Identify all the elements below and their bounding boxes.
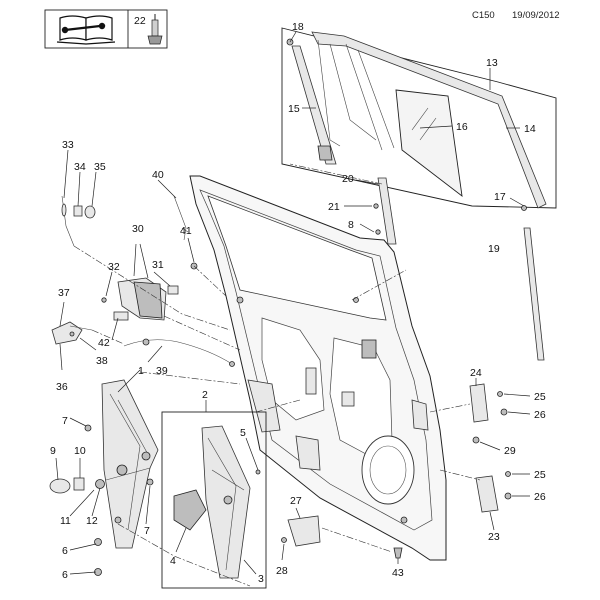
callout-38: 38 xyxy=(96,355,108,367)
callout-35: 35 xyxy=(94,161,106,173)
callout-24: 24 xyxy=(470,367,482,379)
callout-5: 5 xyxy=(240,427,246,439)
callout-4: 4 xyxy=(170,555,176,567)
callout-28: 28 xyxy=(276,565,288,577)
callout-37: 37 xyxy=(58,287,70,299)
callout-8: 8 xyxy=(348,219,354,231)
callout-41: 41 xyxy=(180,225,192,237)
callout-3: 3 xyxy=(258,573,264,585)
callout-33: 33 xyxy=(62,139,74,151)
callout-12: 12 xyxy=(86,515,98,527)
manual-book-wrench-icon xyxy=(56,15,116,45)
rear-channel-20 xyxy=(344,177,397,245)
lock-rods xyxy=(61,149,198,270)
callout-26: 26 xyxy=(534,491,546,503)
callout-10: 10 xyxy=(74,445,86,457)
callout-40: 40 xyxy=(152,169,164,181)
drawing-code: C150 xyxy=(472,10,495,21)
callout-43: 43 xyxy=(392,567,404,579)
callout-19: 19 xyxy=(488,243,500,255)
regulator-box-2 xyxy=(161,400,267,589)
assembly-lines xyxy=(73,163,481,587)
inside-handle xyxy=(51,301,97,371)
callout-6: 6 xyxy=(62,569,68,581)
callout-23: 23 xyxy=(488,531,500,543)
callout-16: 16 xyxy=(456,121,468,133)
callout-26: 26 xyxy=(534,409,546,421)
callout-18: 18 xyxy=(292,21,304,33)
callout-31: 31 xyxy=(152,259,164,271)
callout-22: 22 xyxy=(134,15,146,27)
callout-2: 2 xyxy=(202,389,208,401)
grease-applicator-icon xyxy=(147,14,163,45)
door-inner-panel xyxy=(189,175,447,561)
drawing-date: 19/09/2012 xyxy=(512,10,560,21)
lower-bracket xyxy=(281,507,403,564)
callout-labels: 1 2 3 4 5 6 6 7 7 8 9 10 11 12 13 14 15 … xyxy=(50,21,546,585)
callout-14: 14 xyxy=(524,123,536,135)
callout-17: 17 xyxy=(494,191,506,203)
callout-29: 29 xyxy=(504,445,516,457)
callout-39: 39 xyxy=(156,365,168,377)
callout-7: 7 xyxy=(144,525,150,537)
release-cable-39 xyxy=(123,338,235,367)
callout-32: 32 xyxy=(108,261,120,273)
callout-25: 25 xyxy=(534,469,546,481)
regulator-small-parts xyxy=(49,417,154,576)
callout-21: 21 xyxy=(328,201,340,213)
callout-11: 11 xyxy=(60,515,71,527)
callout-1: 1 xyxy=(138,365,144,377)
callout-36: 36 xyxy=(56,381,68,393)
callout-13: 13 xyxy=(486,57,498,69)
callout-6: 6 xyxy=(62,545,68,557)
glass-assembly-box xyxy=(281,27,557,211)
door-lock-assembly xyxy=(101,243,179,341)
callout-7: 7 xyxy=(62,415,68,427)
callout-30: 30 xyxy=(132,223,144,235)
window-regulator-1 xyxy=(101,369,159,549)
callout-27: 27 xyxy=(290,495,302,507)
callout-25: 25 xyxy=(534,391,546,403)
weatherstrip-19 xyxy=(523,227,545,361)
callout-20: 20 xyxy=(342,173,354,185)
callout-34: 34 xyxy=(74,161,86,173)
callout-42: 42 xyxy=(98,337,110,349)
door-hinges xyxy=(469,378,531,531)
callout-15: 15 xyxy=(288,103,300,115)
header-box: 22 xyxy=(44,9,168,49)
callout-9: 9 xyxy=(50,445,56,457)
